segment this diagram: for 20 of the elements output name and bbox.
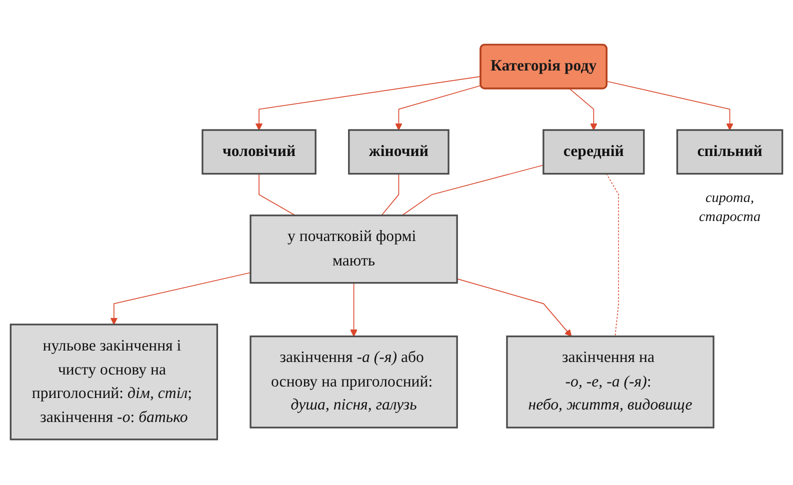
arrow bbox=[569, 88, 598, 131]
connector bbox=[606, 174, 619, 338]
node-box: жіночий bbox=[348, 130, 450, 176]
connector bbox=[381, 174, 400, 216]
node-box: середній bbox=[542, 130, 645, 176]
arrow bbox=[255, 76, 482, 131]
arrow bbox=[456, 278, 572, 338]
node-box: закінчення на -о, -е, -а (-я): небо, життя, видовище bbox=[506, 336, 714, 429]
node-box: у початковій формі мають bbox=[250, 215, 458, 284]
arrow bbox=[606, 81, 734, 131]
arrow bbox=[110, 272, 251, 326]
node-box: закінчення -а (-я) або основу на приголосний: душа, пісня, галузь bbox=[250, 336, 458, 429]
node-box: чоловічий bbox=[202, 130, 316, 176]
connector bbox=[258, 174, 296, 216]
node-box: спільний bbox=[676, 130, 784, 176]
example-text: сирота, староста bbox=[698, 189, 762, 226]
arrow bbox=[395, 86, 482, 131]
arrow bbox=[350, 282, 358, 338]
connector bbox=[402, 165, 544, 216]
node-box: нульове закінчення і чисту основу на приголосний: дім, стіл; закінчення -о: батько bbox=[10, 324, 218, 441]
